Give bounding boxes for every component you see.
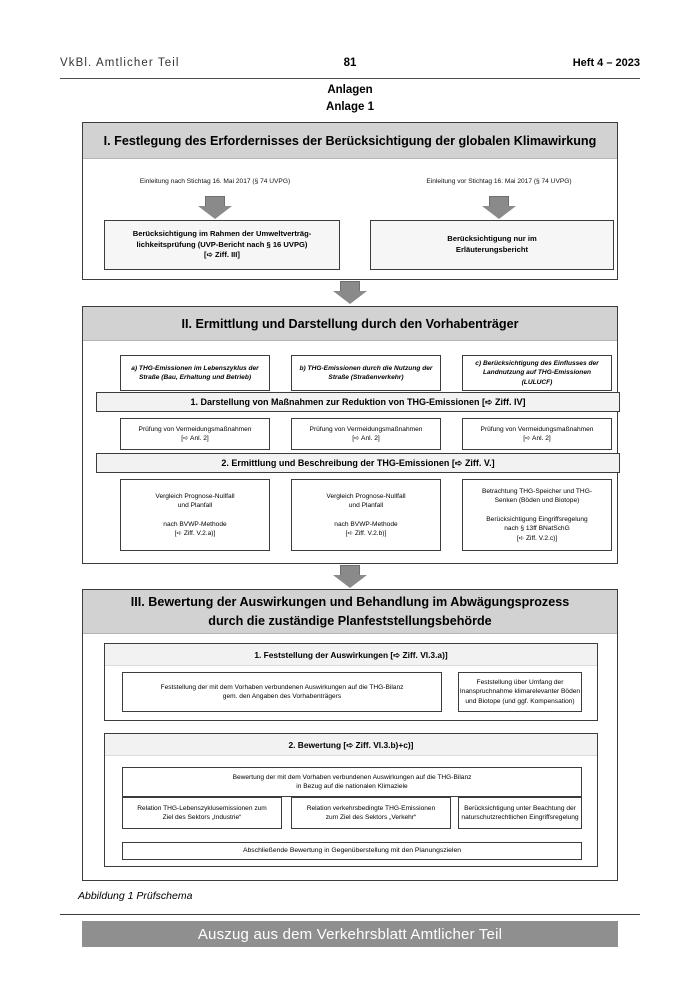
section-3-block-2-cell-2: Relation verkehrsbedingte THG-Emissionen…: [291, 797, 451, 829]
section-2-title: II. Ermittlung und Darstellung durch den…: [83, 307, 617, 341]
section-1-caption-right: Einleitung vor Stichtag 16. Mai 2017 (§ …: [426, 178, 572, 185]
figure-caption: Abbildung 1 Prüfschema: [78, 890, 193, 902]
section-2-col-b-head: b) THG-Emissionen durch die Nutzung der …: [291, 355, 441, 391]
arrow-down-section1-left: [198, 196, 232, 219]
section-2-col-c-mid: Prüfung von Vermeidungsmaßnahmen [➪ Anl.…: [462, 418, 612, 450]
section-2-col-b-low: Vergleich Prognose-Nullfall und Planfall…: [291, 479, 441, 551]
footer-bar: Auszug aus dem Verkehrsblatt Amtlicher T…: [82, 921, 618, 947]
anlage-subtitle: Anlage 1: [326, 101, 374, 113]
section-3-block-2-top: Bewertung der mit dem Vorhaben verbunden…: [122, 767, 582, 797]
section-2-col-b-mid: Prüfung von Vermeidungsmaßnahmen [➪ Anl.…: [291, 418, 441, 450]
section-3-block-1-right: Feststellung über Umfang der Inanspruchn…: [458, 672, 582, 712]
section-1-caption-left: Einleitung nach Stichtag 16. Mai 2017 (§…: [139, 178, 291, 185]
header-issue: Heft 4 – 2023: [572, 57, 640, 69]
section-1-title: I. Festlegung des Erfordernisses der Ber…: [83, 123, 617, 159]
section-3-block-2-bar: 2. Bewertung [➪ Ziff. VI.3.b)+c)]: [105, 734, 597, 756]
section-2-col-a-head: a) THG-Emissionen im Lebenszyklus der St…: [120, 355, 270, 391]
header-rule: [60, 78, 640, 79]
arrow-down-section2-to-3: [333, 565, 367, 588]
section-3-block-2-cell-1: Relation THG-Lebenszyklusemissionen zum …: [122, 797, 282, 829]
section-2-col-a-mid: Prüfung von Vermeidungsmaßnahmen [➪ Anl.…: [120, 418, 270, 450]
section-3-block-2-cell-3: Berücksichtigung unter Beachtung der nat…: [458, 797, 582, 829]
section-2-bar-1: 1. Darstellung von Maßnahmen zur Redukti…: [96, 392, 620, 412]
section-1-box-right: Berücksichtigung nur im Erläuterungsberi…: [370, 220, 614, 270]
section-2-col-c-low: Betrachtung THG-Speicher und THG- Senken…: [462, 479, 612, 551]
page-number: 81: [343, 57, 357, 69]
anlagen-title: Anlagen: [327, 84, 373, 96]
section-2-col-a-low: Vergleich Prognose-Nullfall und Planfall…: [120, 479, 270, 551]
section-3-title: III. Bewertung der Auswirkungen und Beha…: [83, 590, 617, 634]
section-1-box-left: Berücksichtigung im Rahmen der Umweltver…: [104, 220, 340, 270]
section-3-block-1-bar: 1. Feststellung der Auswirkungen [➪ Ziff…: [105, 644, 597, 666]
section-2-col-c-head: c) Berücksichtigung des Einflusses der L…: [462, 355, 612, 391]
section-3-block-2-bottom: Abschließende Bewertung in Gegenüberstel…: [122, 842, 582, 860]
footer-rule: [60, 914, 640, 916]
arrow-down-section1-to-2: [333, 281, 367, 304]
section-3-block-1-left: Feststellung der mit dem Vorhaben verbun…: [122, 672, 442, 712]
section-2-bar-2: 2. Ermittlung und Beschreibung der THG-E…: [96, 453, 620, 473]
running-header: VkBl. Amtlicher Teil 81 Heft 4 – 2023: [60, 57, 640, 77]
header-publication: VkBl. Amtlicher Teil: [60, 57, 180, 69]
arrow-down-section1-right: [482, 196, 516, 219]
